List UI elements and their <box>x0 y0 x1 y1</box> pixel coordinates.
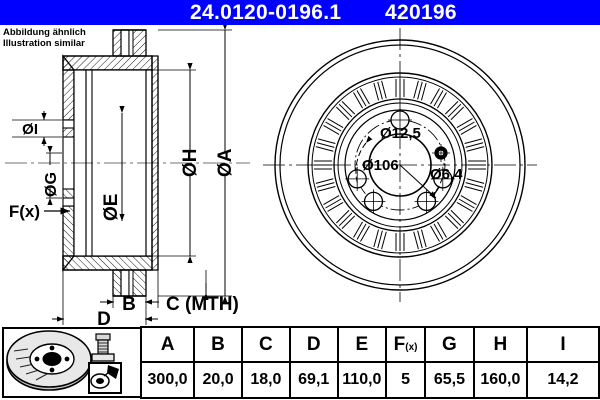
spec-value-d: 69,1 <box>288 361 339 399</box>
section-dimensions: ØI ØG ØE F(x) <box>9 25 239 325</box>
hub-collar-bottom <box>112 269 147 297</box>
dim-label-dia-h: ØH <box>180 149 201 178</box>
dim-label-d: D <box>97 309 111 325</box>
dim-force-fx: F(x) <box>9 202 70 221</box>
spec-header-d: D <box>288 326 339 363</box>
dim-dia-a: ØA <box>158 25 236 303</box>
spec-header-c: C <box>240 326 291 363</box>
spec-table-header-row: A B C D E F(x) G H I <box>139 326 600 363</box>
face-callout-leaders <box>355 135 445 199</box>
spec-header-a: A <box>139 326 196 363</box>
callout-pitch-circle-dia: Ø106 <box>362 157 399 174</box>
dim-label-dia-g: ØG <box>43 172 60 197</box>
dim-c-mth: C (MTH) <box>157 270 239 315</box>
callout-bolt-hole-dia: Ø12,5 <box>380 125 421 142</box>
header-bar: 24.0120-0196.1 420196 <box>0 0 600 25</box>
dim-dia-i: ØI <box>12 111 62 146</box>
callout-pin-hole-dia: Ø6,4 <box>430 166 463 183</box>
spec-value-c: 18,0 <box>240 361 291 399</box>
spec-value-i: 14,2 <box>525 361 600 399</box>
spec-value-fx: 5 <box>385 361 427 399</box>
friction-ring-lower <box>62 255 153 271</box>
spec-value-e: 110,0 <box>336 361 388 399</box>
brake-disc-icon <box>6 330 92 391</box>
fx-sub: (x) <box>405 341 418 353</box>
dim-label-b: B <box>122 294 136 315</box>
illustration-note-de: Abbildung ähnlich <box>3 27 86 38</box>
dim-dia-g: ØG <box>43 146 62 205</box>
spec-table-value-row: 300,0 20,0 18,0 69,1 110,0 5 65,5 160,0 … <box>139 361 600 399</box>
dim-d: D <box>52 270 158 325</box>
technical-drawing: ØI ØG ØE F(x) <box>0 25 600 325</box>
dim-b: B <box>100 294 159 315</box>
disc-rim-upper <box>62 54 75 138</box>
dim-dia-h: ØH <box>152 63 201 263</box>
part-number: 24.0120-0196.1 <box>190 1 342 24</box>
spec-header-i: I <box>525 326 600 363</box>
spec-table-area: A B C D E F(x) G H I 300,0 20,0 18,0 69,… <box>0 326 600 400</box>
spec-header-fx: F(x) <box>385 326 427 363</box>
torque-tool-icon <box>88 362 122 394</box>
dim-label-dia-a: ØA <box>215 148 236 177</box>
hub-collar-top <box>112 29 147 57</box>
pin-hole <box>432 144 450 162</box>
fx-main: F <box>393 333 406 355</box>
spec-header-e: E <box>336 326 388 363</box>
spec-table: A B C D E F(x) G H I 300,0 20,0 18,0 69,… <box>139 326 600 399</box>
dim-label-dia-i: ØI <box>22 121 38 138</box>
dim-dia-e: ØE <box>101 106 125 221</box>
cross-section-view <box>5 29 250 297</box>
illustration-note-en: Illustration similar <box>3 38 85 49</box>
spec-value-g: 65,5 <box>424 361 475 399</box>
face-view: Ø12,5 Ø106 Ø6,4 <box>263 28 537 302</box>
dim-label-fx: F(x) <box>9 202 40 221</box>
reference-number: 420196 <box>385 1 457 24</box>
icon-panel <box>2 327 142 398</box>
spec-header-g: G <box>424 326 475 363</box>
bolt-holes <box>345 108 455 214</box>
spec-value-b: 20,0 <box>193 361 243 399</box>
spec-value-h: 160,0 <box>472 361 528 399</box>
illustration-note: Abbildung ähnlich Illustration similar <box>3 27 86 49</box>
friction-ring-upper <box>62 55 153 71</box>
dim-label-c: C (MTH) <box>166 294 239 315</box>
dim-label-dia-e: ØE <box>101 194 122 221</box>
spec-value-a: 300,0 <box>139 361 196 399</box>
spec-header-h: H <box>472 326 528 363</box>
bolt-icon <box>91 333 115 362</box>
spec-header-b: B <box>193 326 243 363</box>
